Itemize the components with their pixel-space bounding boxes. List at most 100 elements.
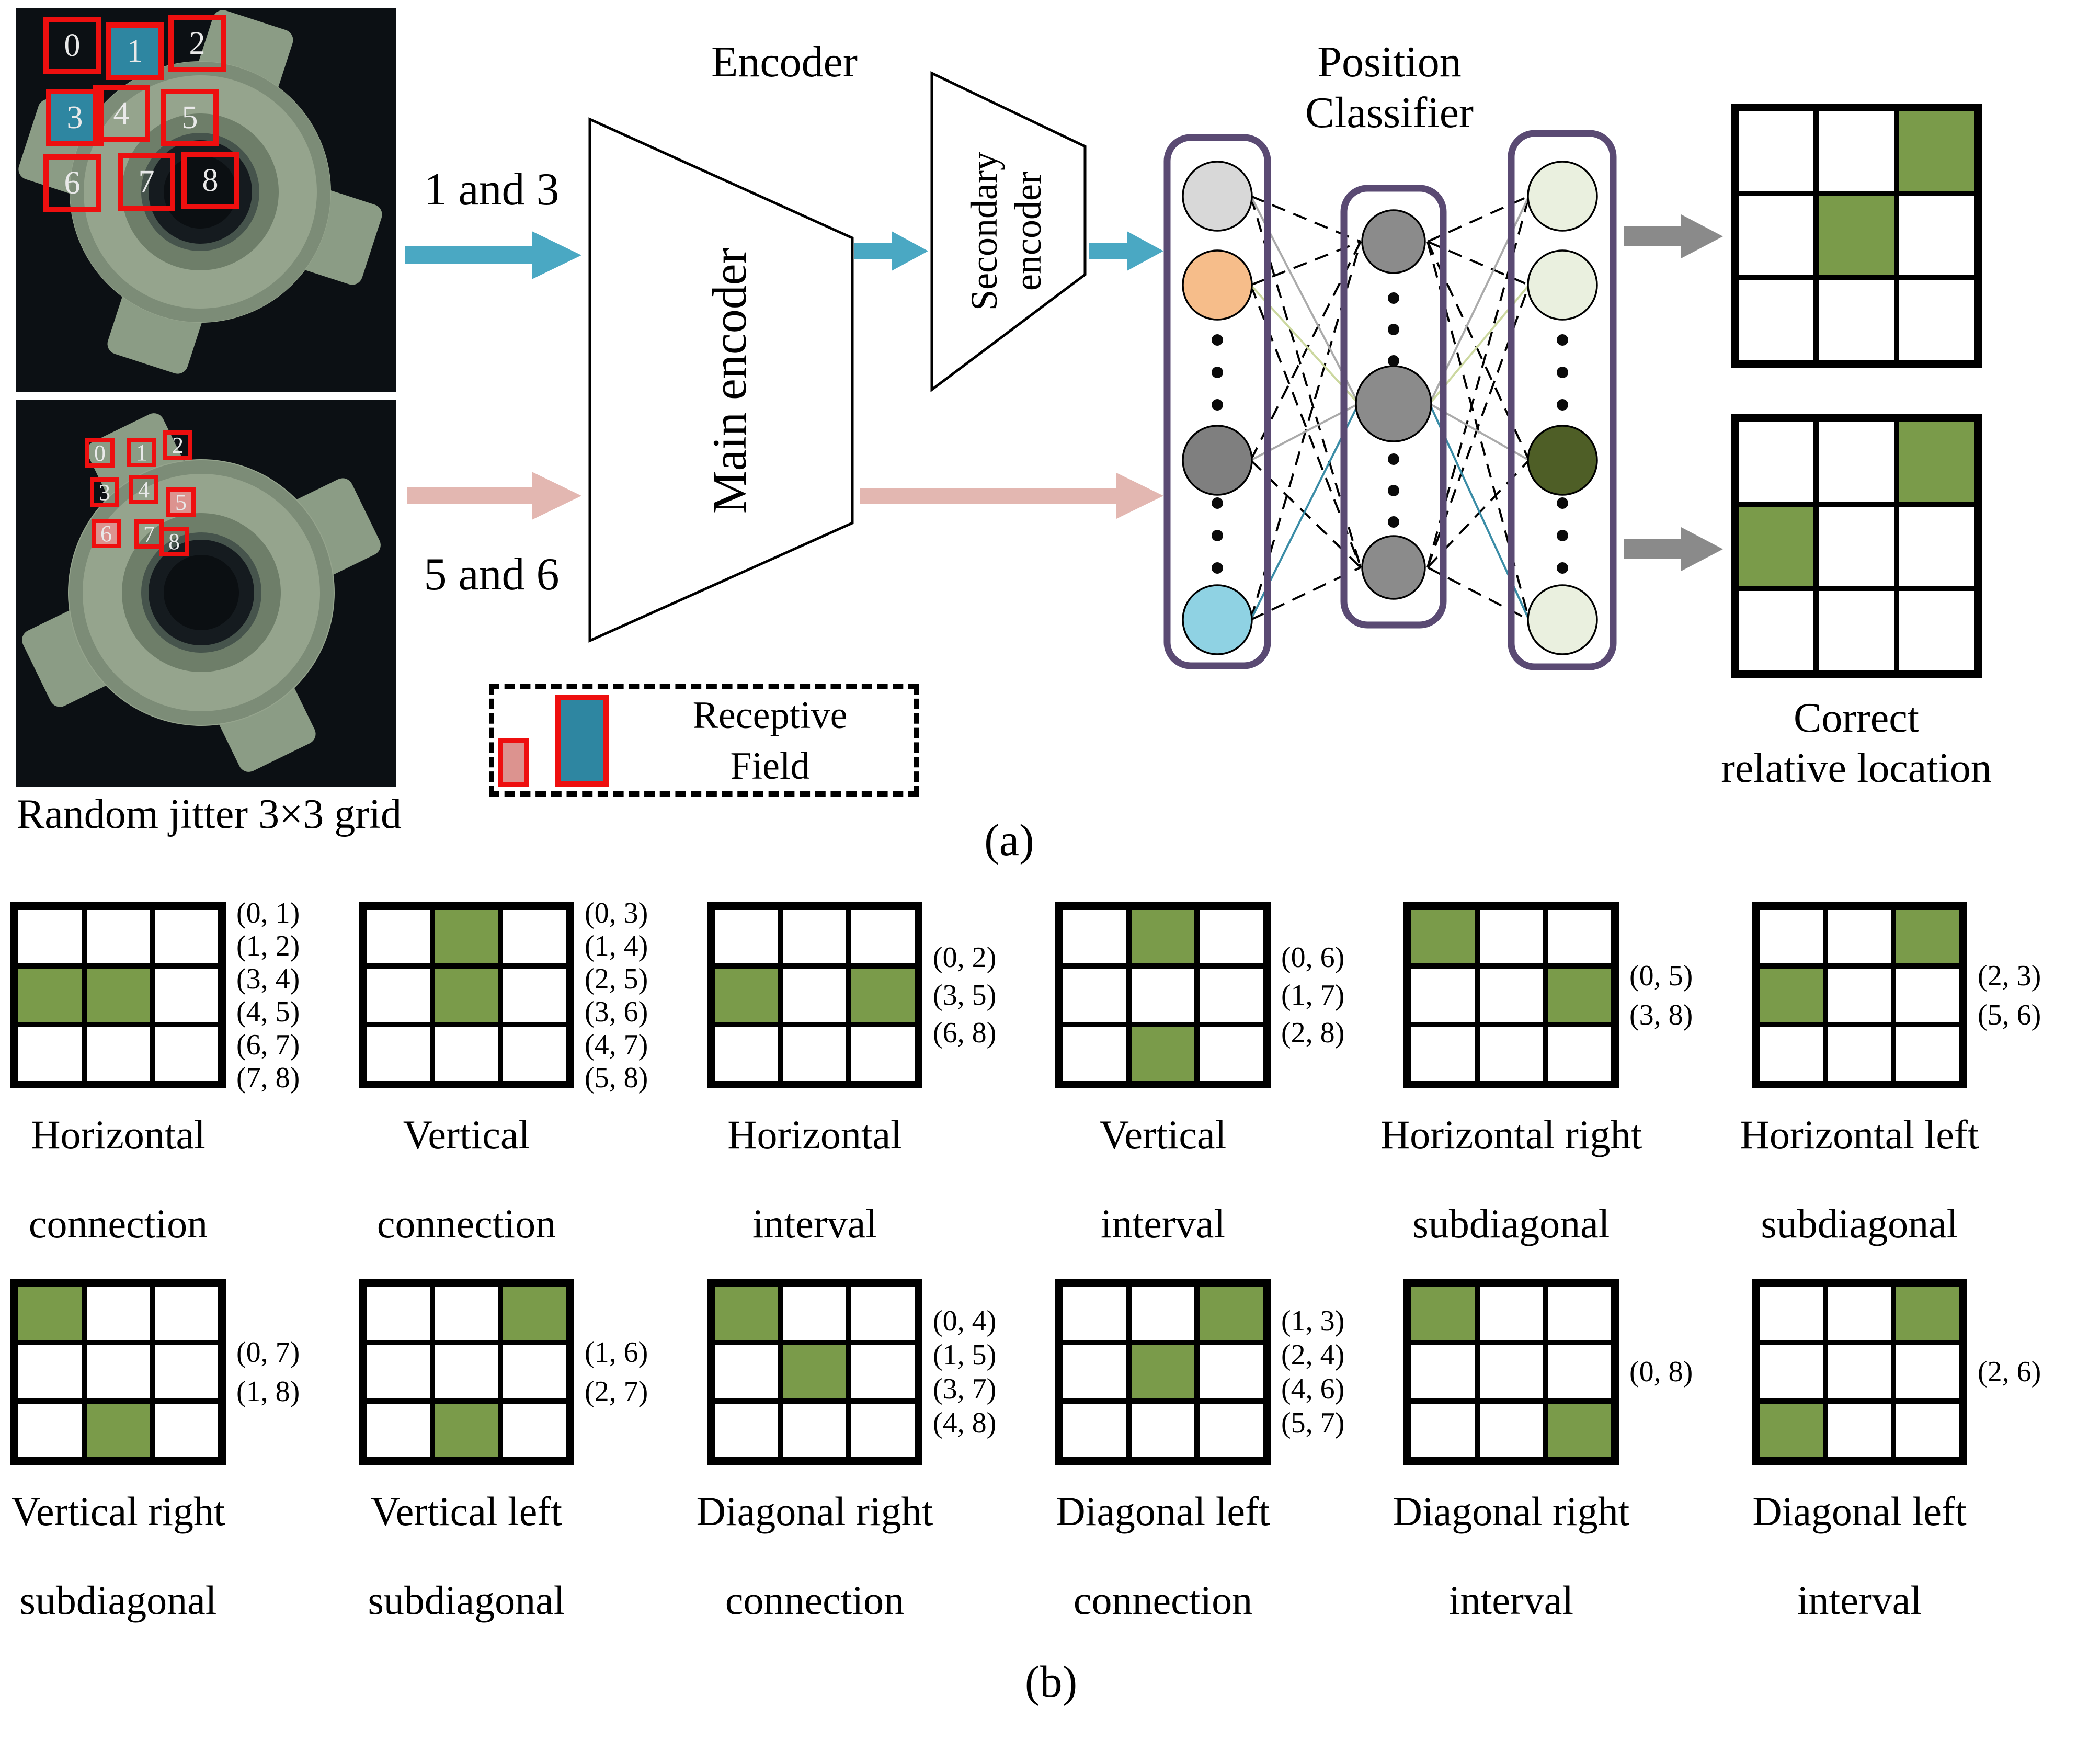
pair-label: (2, 7)	[585, 1375, 648, 1408]
output-grid-2-cell-8	[1896, 588, 1977, 673]
relation-grid-r0-1-cell-4	[432, 966, 501, 1025]
output-grid-1-cell-6	[1736, 278, 1817, 362]
relation-grid-r1-2-cell-6	[712, 1401, 781, 1460]
output-grid-1-cell-0	[1736, 109, 1817, 194]
relation-grid-r1-3-cell-3	[1060, 1343, 1129, 1401]
relation-grid-r1-4-cell-0	[1409, 1284, 1477, 1343]
relation-grid-r0-0-cell-3	[16, 966, 84, 1025]
patch-box-0: 0	[43, 17, 101, 74]
relation-caption-line1: Diagonal left	[1752, 1488, 1967, 1534]
relation-grid-r1-0-cell-7	[84, 1401, 153, 1460]
output-grid-1-cell-4	[1816, 193, 1897, 278]
relation-grid-r0-3-cell-3	[1060, 966, 1129, 1025]
relation-caption-line2: connection	[28, 1201, 208, 1246]
pair1-label: 1 and 3	[424, 164, 560, 215]
relation-caption-line1: Diagonal left	[1056, 1488, 1270, 1534]
output-grid-1-cell-1	[1816, 109, 1897, 194]
relation-grid-r1-1-cell-7	[432, 1401, 501, 1460]
panel-b-label: (b)	[1024, 1656, 1078, 1707]
pair-label: (4, 5)	[236, 995, 300, 1028]
pair-label: (7, 8)	[236, 1061, 300, 1094]
pair-label: (1, 4)	[585, 929, 648, 962]
output-grid-1-cell-8	[1896, 278, 1977, 362]
relation-grid-r1-0-cell-5	[152, 1343, 221, 1401]
pair-label: (6, 7)	[236, 1028, 300, 1061]
relation-caption-line1: Diagonal right	[1393, 1488, 1630, 1534]
relation-grid-r1-4-cell-3	[1409, 1343, 1477, 1401]
relation-caption-line2: connection	[1073, 1577, 1253, 1623]
relation-grid-r0-1-cell-5	[500, 966, 569, 1025]
output-grid-1-cell-5	[1896, 193, 1977, 278]
relation-grid-r0-4-cell-6	[1409, 1025, 1477, 1083]
relation-grid-r0-3-cell-1	[1128, 907, 1197, 966]
relation-grid-r0-1-cell-7	[432, 1025, 501, 1083]
pink-arrow-to-classifier-icon	[860, 473, 1163, 519]
pair-label: (4, 6)	[1281, 1372, 1345, 1405]
patch-number: 2	[172, 432, 184, 458]
relation-grid-r1-1-cell-4	[432, 1343, 501, 1401]
relation-caption-line2: connection	[725, 1577, 905, 1623]
relation-grid-r1-5-cell-0	[1757, 1284, 1825, 1343]
relation-grid-r0-1	[359, 902, 574, 1088]
patch-box-5: 5	[161, 89, 219, 146]
pair-label: (4, 7)	[585, 1028, 648, 1061]
relation-grid-r1-0-cell-2	[152, 1284, 221, 1343]
relation-grid-r1-1-cell-1	[432, 1284, 501, 1343]
patch-box-6: 6	[92, 519, 121, 548]
relation-grid-r1-0-cell-4	[84, 1343, 153, 1401]
relation-grid-r0-0-cell-2	[152, 907, 221, 966]
relation-caption-line2: interval	[1797, 1577, 1922, 1623]
relation-grid-r0-5-cell-5	[1893, 966, 1962, 1025]
teal-arrow-to-classifier-icon	[1089, 231, 1163, 271]
relation-grid-r1-1-cell-0	[364, 1284, 432, 1343]
relation-caption-line2: subdiagonal	[1761, 1201, 1958, 1246]
relation-grid-r1-2-cell-3	[712, 1343, 781, 1401]
relation-grid-r1-3-cell-6	[1060, 1401, 1129, 1460]
panel-a-label: (a)	[984, 815, 1034, 865]
output-grid-2-cell-7	[1816, 588, 1897, 673]
output-grid-2-cell-4	[1816, 504, 1897, 589]
relation-grid-r0-0-cell-0	[16, 907, 84, 966]
pair2-label: 5 and 6	[424, 549, 560, 600]
output-grid-1	[1731, 104, 1982, 368]
correct-line2: relative location	[1721, 745, 1992, 791]
patch-number: 8	[168, 528, 180, 554]
relation-grid-r1-0-cell-0	[16, 1284, 84, 1343]
relation-grid-r1-5-cell-2	[1893, 1284, 1962, 1343]
relation-grid-r0-5-cell-3	[1757, 966, 1825, 1025]
pair-label: (0, 6)	[1281, 941, 1345, 974]
patch-box-1: 1	[106, 22, 164, 80]
relation-grid-r0-2	[707, 902, 922, 1088]
pair-label: (2, 5)	[585, 962, 648, 995]
relation-grid-r1-0-cell-8	[152, 1401, 221, 1460]
output-grid-1-cell-7	[1816, 278, 1897, 362]
relation-grid-r1-3-cell-0	[1060, 1284, 1129, 1343]
relation-grid-r0-1-cell-6	[364, 1025, 432, 1083]
pair-label: (3, 7)	[933, 1372, 997, 1405]
patch-box-0: 0	[85, 438, 115, 468]
pink-arrow-input-icon	[407, 472, 581, 520]
relation-grid-r1-1-cell-8	[500, 1401, 569, 1460]
relation-grid-r0-0-cell-4	[84, 966, 153, 1025]
relation-grid-r1-2-cell-8	[849, 1401, 917, 1460]
patch-number: 1	[136, 439, 147, 465]
receptive-line1: Receptive	[692, 694, 848, 737]
relation-grid-r0-3	[1055, 902, 1271, 1088]
patch-box-1: 1	[127, 438, 156, 467]
patch-number: 3	[66, 99, 83, 135]
relation-grid-r0-4	[1403, 902, 1619, 1088]
large-receptive-field-swatch	[555, 695, 609, 787]
relation-caption-line1: Diagonal right	[696, 1488, 933, 1534]
relation-grid-r1-3-cell-7	[1128, 1401, 1197, 1460]
pair-label: (5, 8)	[585, 1061, 648, 1094]
pair-label: (1, 6)	[585, 1336, 648, 1369]
patch-box-4: 4	[129, 475, 158, 504]
relation-grid-r0-5-cell-7	[1825, 1025, 1894, 1083]
relation-grid-r0-2-cell-5	[849, 966, 917, 1025]
pair-label: (1, 8)	[236, 1375, 300, 1408]
relation-grid-r0-1-cell-2	[500, 907, 569, 966]
relation-grid-r1-2-cell-4	[780, 1343, 849, 1401]
relation-grid-r0-3-cell-4	[1128, 966, 1197, 1025]
relation-grid-r1-1	[359, 1279, 574, 1465]
